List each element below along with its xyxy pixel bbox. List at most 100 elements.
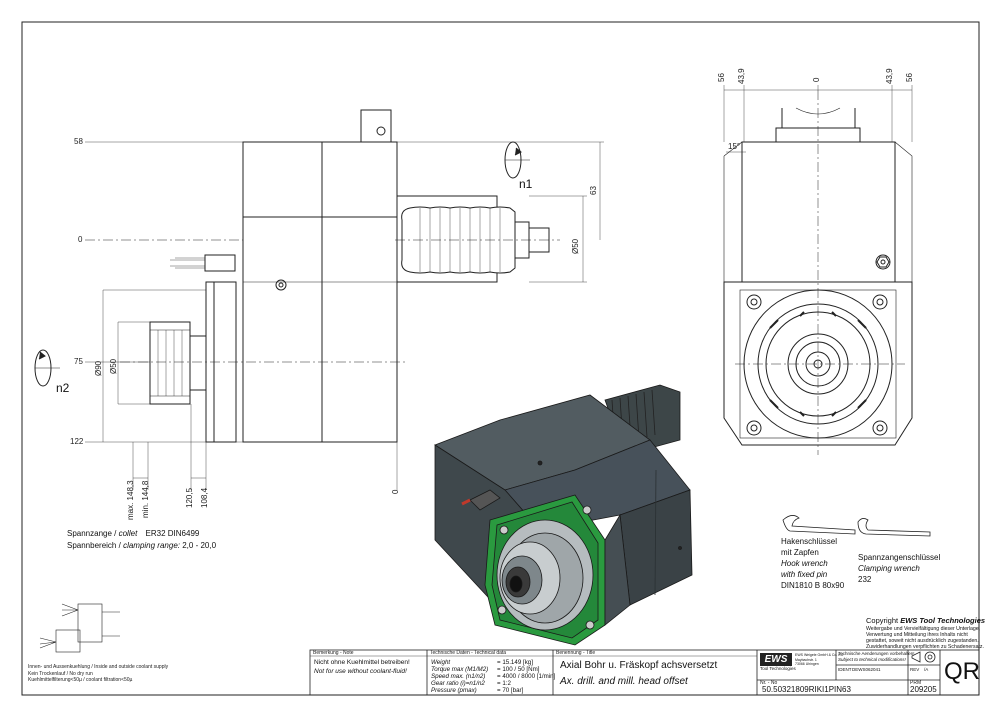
hook-wrench-en2: with fixed pin (781, 570, 828, 579)
tech-row-label: Speed max. (n1/n2) (431, 673, 486, 680)
note-en: Not for use without coolant-fluid! (314, 668, 407, 675)
rotation-n1: n1 (519, 177, 533, 191)
company-line: Maybachstr. 1 (795, 657, 817, 662)
hook-wrench-text: Hakenschlüssel mit Zapfen Hook wrench wi… (781, 536, 844, 591)
tech-row-value: = 4000 / 8000 [1/min] (497, 673, 556, 680)
no-label: Nr. - No (760, 680, 778, 686)
dim-0-bottom: 0 (391, 489, 400, 494)
copyright-line: gestattet, soweit nicht ausdrücklich zug… (866, 638, 979, 644)
tech-data-table: Weight = 15.149 [kg] Torque max (M1/M2) = … (431, 659, 555, 694)
tech-row-label: Pressure (pmax) (431, 687, 477, 694)
clamping-wrench-num: 232 (858, 575, 872, 584)
ews-logo-sub: Tool Technologies (760, 666, 796, 671)
dim-dia50-collet: Ø50 (109, 358, 118, 374)
changes-en: Subject to technical modifications! (838, 657, 906, 662)
title-en: Ax. drill. and mill. head offset (560, 676, 688, 687)
coolant-note: Kuehlmittelfilterung<50µ / coolant filtr… (28, 677, 133, 683)
range-label-en: clamping range: (123, 541, 180, 550)
dim-75: 75 (74, 357, 83, 366)
collet-label-en: collet (118, 529, 138, 538)
rotation-n2: n2 (56, 381, 70, 395)
side-view (34, 109, 604, 490)
collet-label-de: Spannzange / (67, 529, 117, 538)
dim-top-43-left: 43,9 (737, 68, 746, 84)
coolant-diagram (39, 603, 120, 653)
collet-line: Spannzange / collet ER32 DIN6499 (67, 530, 199, 538)
dim-58: 58 (74, 137, 83, 146)
dim-108: 108,4 (200, 487, 209, 508)
projection-symbol (911, 651, 936, 663)
rev-value: /A (924, 667, 929, 672)
tech-row-value: = 1:2 (497, 680, 511, 687)
copyright-title: Copyright EWS Tool Technologies (866, 617, 985, 625)
tech-row-value: = 70 [bar] (497, 687, 524, 694)
tech-row-value: = 15.149 [kg] (497, 659, 533, 666)
qr-label: QR (944, 658, 980, 685)
dim-dia50-spindle: Ø50 (571, 238, 580, 254)
title-de: Axial Bohr u. Fräskopf achsversetzt (560, 660, 718, 671)
dim-122: 122 (70, 437, 84, 446)
isometric-view (434, 384, 693, 646)
dim-max148: max. 148,3 (126, 480, 135, 520)
tech-row-label: Weight (431, 659, 451, 666)
dim-top-0: 0 (812, 77, 821, 82)
clamping-wrench-text: Spannzangenschlüssel Clamping wrench 232 (858, 552, 940, 585)
clamping-wrench-en: Clamping wrench (858, 564, 920, 573)
dim-top-56-right: 56 (905, 73, 914, 82)
dim-angle15: 15° (728, 142, 741, 151)
title-block-lines (309, 649, 980, 696)
wrench-icons (782, 515, 931, 537)
coolant-note: Kein Trockenlauf / No dry run (28, 670, 93, 677)
dim-120: 120,5 (185, 487, 194, 508)
hook-wrench-spec: DIN1810 B 80x90 (781, 581, 845, 590)
tech-row: Weight = 15.149 [kg] (431, 659, 555, 666)
range-spec: 2,0 - 20,0 (182, 541, 217, 550)
range-label-de: Spannbereich / (67, 541, 121, 550)
ident-label: IDENT (838, 667, 852, 672)
note-de: Nicht ohne Kuehlmittel betreiben! (314, 659, 410, 666)
dim-top-43-right: 43,9 (885, 68, 894, 84)
hook-wrench-en1: Hook wrench (781, 559, 828, 568)
note-header: Bemerkung - Note (313, 650, 354, 656)
copyright-line: Zuwiderhandlungen verpflichten zu Schade… (866, 644, 984, 650)
tech-row-label: Torque max (M1/M2) (431, 666, 489, 673)
tech-row-value: = 100 / 50 [Nm] (497, 666, 540, 673)
company-address: EWS Weigele GmbH & Co. KG Maybachstr. 1 … (795, 653, 843, 667)
dim-63: 63 (589, 186, 598, 195)
tech-row-label: Gear ratio (i)=n1/n2 (431, 680, 485, 687)
coolant-note: Innen- und Aussenkuehlung / Inside and o… (28, 664, 169, 670)
clamping-wrench-de: Spannzangenschlüssel (858, 553, 941, 562)
dim-min144: min. 144,8 (141, 480, 150, 518)
proj-number: 209205 (910, 685, 937, 694)
ident-value: DEWS062041 (852, 667, 881, 672)
front-view (723, 85, 913, 455)
part-number: 50.50321809RIKI1PIN63 (762, 685, 851, 694)
copyright-brand: EWS Tool Technologies (900, 616, 986, 625)
copyright-line: Verwertung und Mitteilung ihres Inhalts … (866, 632, 968, 638)
tech-row: Pressure (pmax) = 70 [bar] (431, 687, 555, 694)
hook-wrench-de1: Hakenschlüssel (781, 537, 838, 546)
ews-logo: EWS (760, 653, 792, 666)
copyright-text: Weitergabe und Vervielfältigung dieser U… (866, 626, 984, 650)
title-header: Benennung - Title (556, 650, 596, 656)
company-line: 73066 Uhingen (795, 662, 819, 666)
clamping-range-line: Spannbereich / clamping range: 2,0 - 20,… (67, 542, 216, 550)
dim-top-56-left: 56 (717, 73, 726, 82)
tech-row: Torque max (M1/M2) = 100 / 50 [Nm] (431, 666, 555, 673)
proj-label: PRM (910, 680, 922, 686)
coolant-notes: Innen- und Aussenkuehlung / Inside and o… (28, 664, 168, 684)
hook-wrench-de2: mit Zapfen (781, 548, 819, 557)
collet-spec: ER32 DIN6499 (145, 529, 200, 538)
tech-header: Technische Daten - Technical data (430, 650, 507, 656)
tech-row: Gear ratio (i)=n1/n2 = 1:2 (431, 680, 555, 687)
changes-de: Technische Aenderungen vorbehalten! (838, 651, 915, 656)
rev-label: REV (910, 667, 920, 672)
company-line: EWS Weigele GmbH & Co. KG (795, 653, 844, 657)
copyright-line: Weitergabe und Vervielfältigung dieser U… (866, 626, 981, 632)
dim-0-left: 0 (78, 235, 83, 244)
dim-dia90: Ø90 (94, 360, 103, 376)
tech-row: Speed max. (n1/n2) = 4000 / 8000 [1/min] (431, 673, 555, 680)
copyright-prefix: Copyright (866, 616, 899, 625)
